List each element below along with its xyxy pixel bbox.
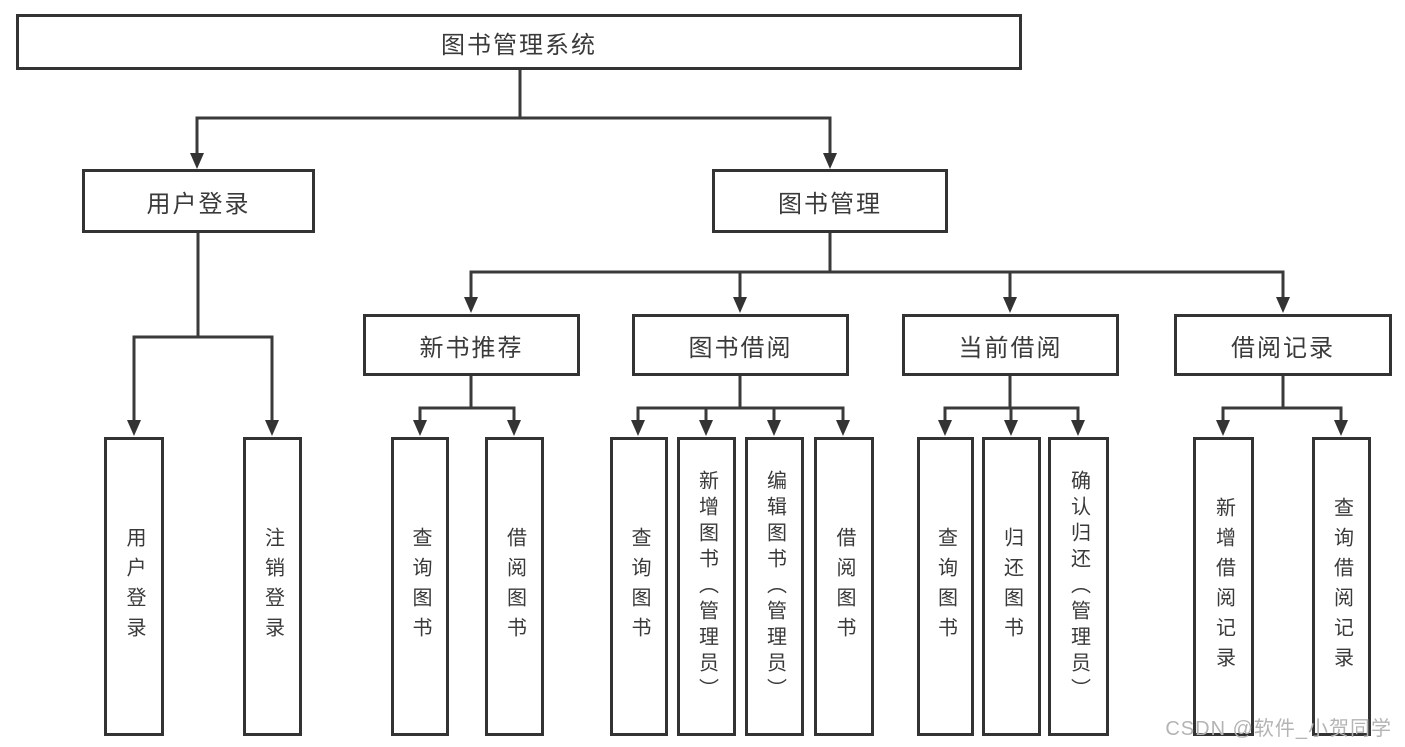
node-user-login: 用户登录: [82, 169, 315, 233]
leaf-return-books: 归还图书: [982, 437, 1041, 736]
connector-user-login: [127, 232, 279, 436]
leaf-borrow-books-1: 借阅图书: [485, 437, 544, 736]
connector-current-borrowing: [938, 375, 1085, 436]
connector-book-borrowing: [631, 375, 850, 436]
leaf-query-books-2-label: 查询图书: [628, 526, 650, 647]
node-book-management: 图书管理: [712, 169, 948, 233]
node-current-borrowing-label: 当前借阅: [958, 334, 1063, 362]
node-root: 图书管理系统: [16, 14, 1022, 70]
leaf-query-books-3: 查询图书: [917, 437, 974, 736]
leaf-add-borrow-record-label: 新增借阅记录: [1212, 496, 1235, 677]
leaf-confirm-return-admin-label: 确认归还（管理员）: [1067, 469, 1090, 704]
connector-new-book-recommend: [413, 375, 521, 436]
leaf-edit-books-admin: 编辑图书（管理员）: [745, 437, 804, 736]
node-book-borrowing-label: 图书借阅: [688, 334, 793, 362]
leaf-add-borrow-record: 新增借阅记录: [1193, 437, 1254, 736]
leaf-query-books-2: 查询图书: [610, 437, 668, 736]
leaf-edit-books-admin-label: 编辑图书（管理员）: [763, 469, 786, 704]
leaf-query-borrow-record: 查询借阅记录: [1312, 437, 1371, 736]
leaf-borrow-books-1-label: 借阅图书: [503, 526, 526, 647]
connector-root: [190, 69, 837, 169]
leaf-borrow-books-2-label: 借阅图书: [833, 526, 855, 647]
leaf-logout-label: 注销登录: [261, 526, 284, 647]
connector-borrow-records: [1216, 375, 1348, 436]
csdn-watermark: CSDN @软件_小贺同学: [1165, 718, 1392, 740]
leaf-user-login-label: 用户登录: [123, 526, 145, 647]
leaf-query-borrow-record-label: 查询借阅记录: [1330, 496, 1353, 677]
node-new-book-recommend-label: 新书推荐: [419, 334, 524, 362]
leaf-confirm-return-admin: 确认归还（管理员）: [1048, 437, 1109, 736]
node-book-borrowing: 图书借阅: [632, 314, 849, 376]
leaf-borrow-books-2: 借阅图书: [814, 437, 874, 736]
leaf-query-books-1-label: 查询图书: [409, 526, 431, 647]
node-new-book-recommend: 新书推荐: [363, 314, 580, 376]
connector-book-management: [464, 232, 1290, 313]
leaf-return-books-label: 归还图书: [1000, 526, 1023, 647]
node-current-borrowing: 当前借阅: [902, 314, 1119, 376]
leaf-add-books-admin: 新增图书（管理员）: [677, 437, 736, 736]
leaf-logout: 注销登录: [243, 437, 302, 736]
node-book-management-label: 图书管理: [778, 190, 882, 218]
node-borrow-records: 借阅记录: [1174, 314, 1392, 376]
node-root-label: 图书管理系统: [441, 31, 597, 59]
leaf-add-books-admin-label: 新增图书（管理员）: [695, 469, 718, 704]
leaf-user-login: 用户登录: [104, 437, 164, 736]
leaf-query-books-1: 查询图书: [391, 437, 449, 736]
leaf-query-books-3-label: 查询图书: [934, 526, 957, 647]
node-borrow-records-label: 借阅记录: [1231, 334, 1335, 362]
node-user-login-label: 用户登录: [146, 190, 251, 218]
